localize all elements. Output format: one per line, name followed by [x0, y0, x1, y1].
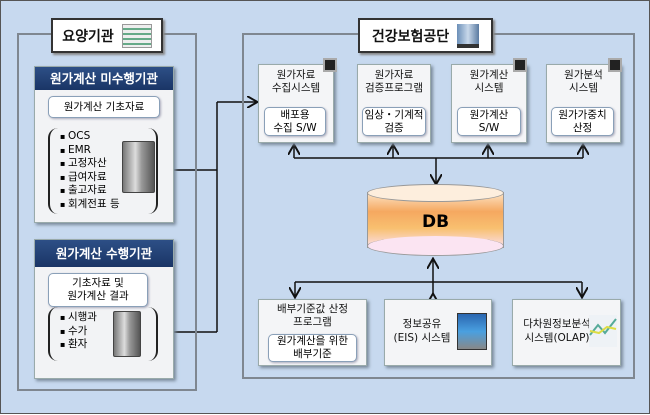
label-line: 기초자료 및 — [72, 277, 124, 289]
sub-text: 원가계산 — [469, 108, 509, 121]
sub-text: 임상・기계적 — [364, 108, 424, 121]
system-title: 원가계산 — [469, 69, 509, 81]
system-title: 정보공유 — [402, 318, 442, 330]
system-title: 시스템 — [474, 82, 504, 94]
office-building-icon — [457, 23, 480, 48]
nhis-title: 건강보험공단 — [371, 28, 450, 45]
data-list: 시행과 수가 환자 — [48, 307, 158, 361]
data-list: OCS EMR 고정자산 급여자료 출고자료 회계전표 등 — [48, 128, 158, 214]
system-title: (EIS) 시스템 — [393, 332, 451, 344]
list-item: 출고자료 — [60, 184, 156, 198]
system-title: 검증프로그램 — [365, 82, 423, 94]
system-title: 수집시스템 — [271, 82, 321, 94]
list-item: 시행과 — [60, 311, 156, 325]
panel-title: 원가계산 수행기관 — [35, 240, 173, 267]
list-item: 수가 — [60, 325, 156, 339]
hospital-header: 요양기관 — [51, 18, 163, 53]
olap-box: 다차원정보분석 시스템(OLAP) — [512, 299, 621, 366]
system-title: 원가분석 — [564, 69, 603, 81]
sub-text: 검증 — [384, 121, 404, 134]
hospital-title: 요양기관 — [62, 28, 114, 45]
label-line: 원가계산 결과 — [67, 290, 129, 302]
sub-text: 산정 — [572, 121, 593, 134]
computer-icon — [608, 58, 622, 72]
system-title: 배부기준값 산정 — [277, 303, 348, 315]
sub-text: 수집 S/W — [273, 121, 317, 134]
sub-text: 원가계산을 위한 — [277, 335, 348, 347]
system-title: 원가자료 — [374, 69, 414, 81]
database-cylinder: DB — [367, 184, 504, 256]
chart-icon — [589, 315, 617, 347]
information-sharing-icon — [457, 313, 487, 350]
sub-text: 배부기준 — [293, 348, 332, 360]
result-label: 기초자료 및 원가계산 결과 — [48, 273, 148, 307]
sub-text: S/W — [478, 121, 500, 134]
list-item: 회계전표 등 — [60, 198, 156, 212]
system-title: 다차원정보분석 — [523, 318, 591, 330]
server-icon — [122, 141, 155, 193]
list-item: OCS — [60, 130, 156, 144]
nhis-header: 건강보험공단 — [358, 18, 493, 53]
computer-icon — [323, 58, 337, 72]
hospital-building-icon — [121, 23, 152, 48]
basic-data-label: 원가계산 기초자료 — [48, 96, 160, 118]
sub-text: 원가가중치 — [558, 108, 607, 121]
system-title: 시스템(OLAP) — [524, 332, 590, 344]
system-title: 프로그램 — [293, 316, 332, 328]
list-item: 고정자산 — [60, 157, 156, 171]
list-item: 급여자료 — [60, 171, 156, 185]
list-item: EMR — [60, 144, 156, 158]
system-title: 원가자료 — [276, 69, 316, 81]
list-item: 환자 — [60, 338, 156, 352]
server-icon — [113, 311, 141, 357]
panel-title: 원가계산 미수행기관 — [35, 67, 173, 90]
system-title: 시스템 — [569, 82, 598, 94]
computer-icon — [513, 58, 527, 72]
eis-box: 정보공유 (EIS) 시스템 — [384, 299, 492, 366]
db-label: DB — [421, 212, 450, 232]
sub-text: 배포용 — [280, 108, 310, 121]
